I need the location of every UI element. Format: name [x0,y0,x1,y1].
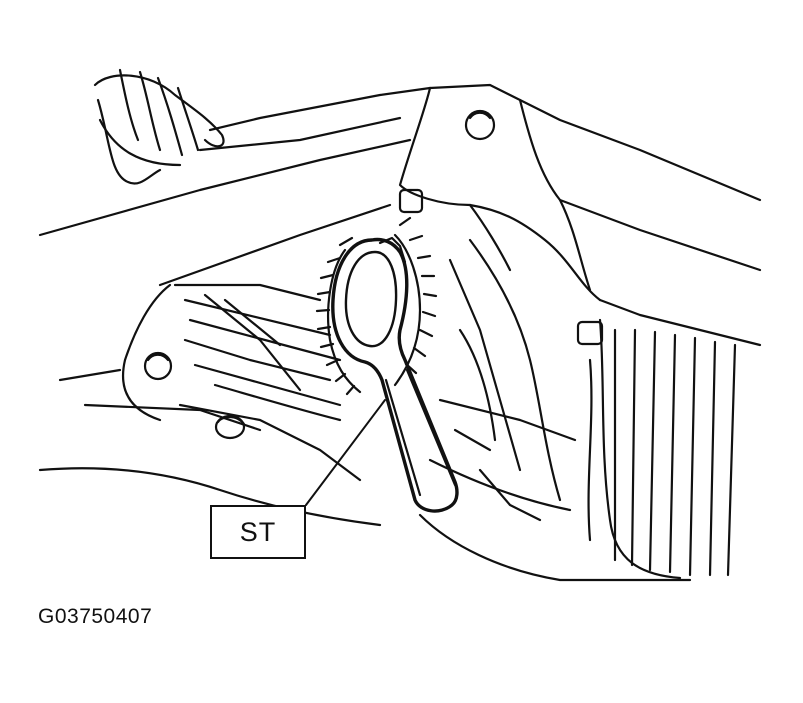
special-tool-wrench-icon [331,236,459,513]
lower-housing [121,283,362,482]
figure-code: G03750407 [38,605,153,628]
special-tool-callout-label: ST [210,505,306,559]
frame-lines [38,138,412,527]
gear-ring-icon [315,216,438,396]
upper-bracket [398,83,762,347]
oil-pan-fins [418,238,737,582]
boot-hose [93,68,432,185]
callout-leader-line [305,399,386,506]
bolt-head-icon [143,109,604,440]
